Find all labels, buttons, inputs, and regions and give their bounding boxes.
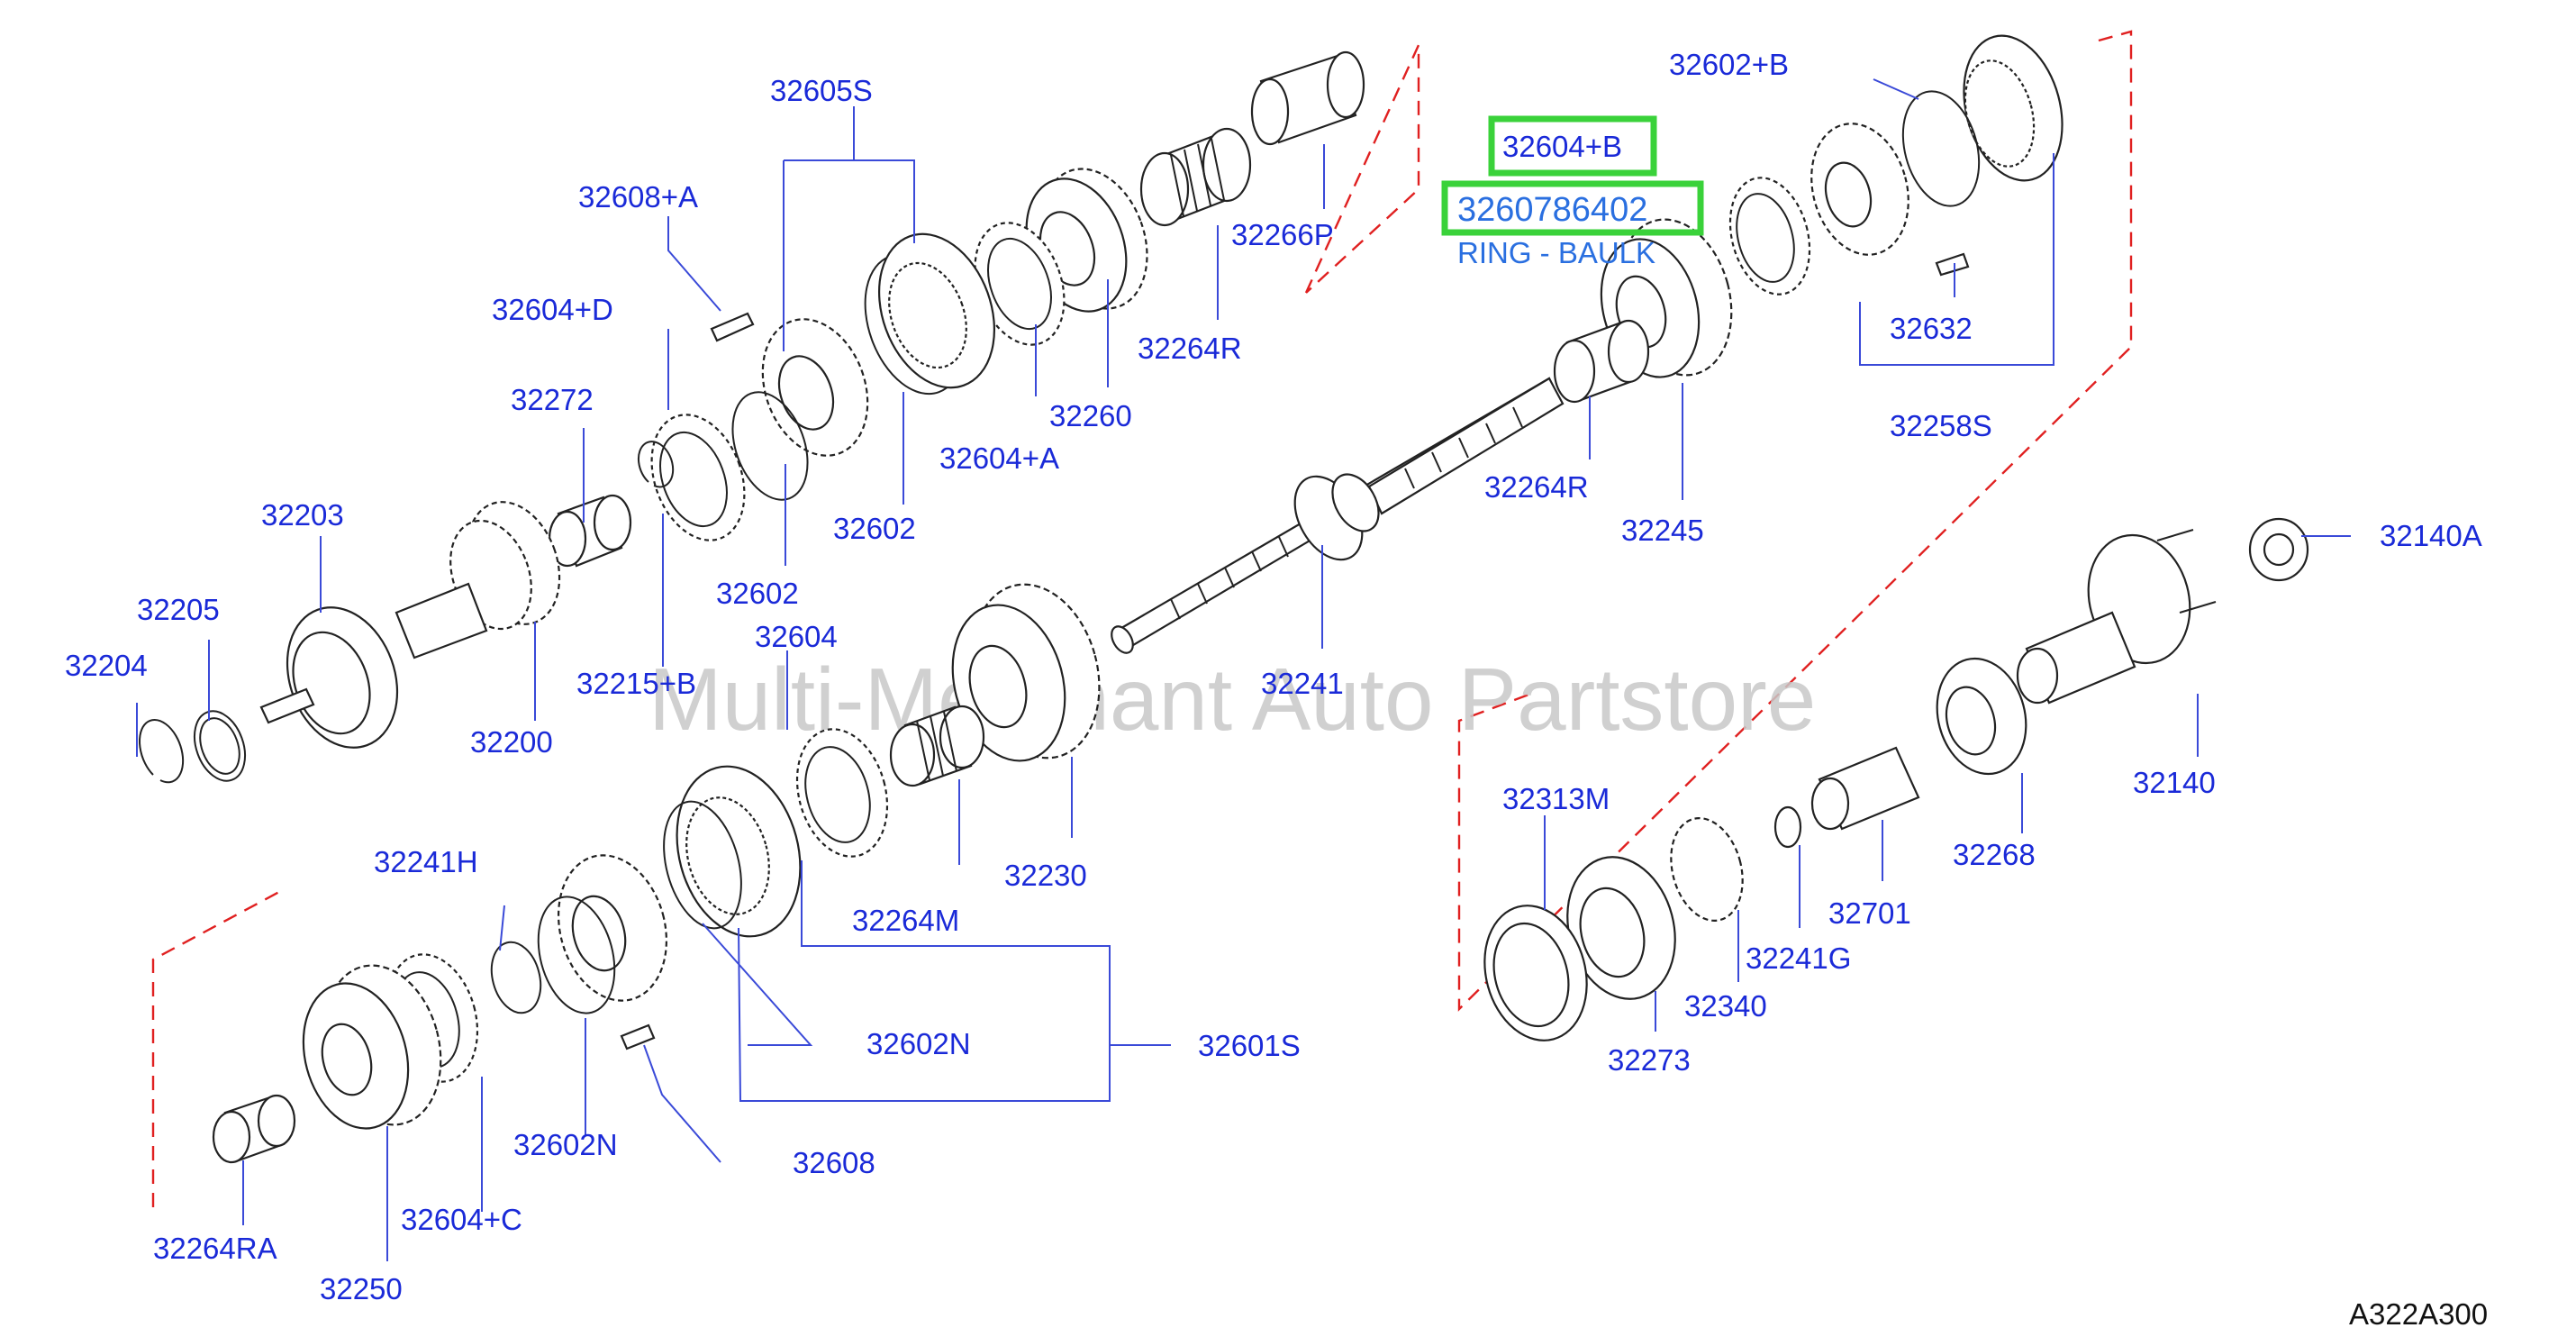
ball-32241G[interactable] [1773,805,1802,849]
insert-32632[interactable] [1935,252,1970,277]
gear-32250[interactable] [288,952,458,1141]
label-32264M[interactable]: 32264M [852,904,959,937]
spring-ring-32602N-upper[interactable] [651,793,755,937]
label-32602N-lower[interactable]: 32602N [513,1128,618,1161]
sync-hub-32601S[interactable] [543,843,682,1013]
insert-32608A[interactable] [710,312,755,342]
label-32273[interactable]: 32273 [1608,1043,1691,1077]
label-32340[interactable]: 32340 [1684,989,1767,1023]
spring-ring-32602N-lower[interactable] [526,888,626,1022]
mainshaft-32241[interactable] [1107,377,1565,657]
sync-sleeve-32601S[interactable] [658,752,818,950]
right-section-border [1457,30,2133,1012]
label-32701[interactable]: 32701 [1828,896,1911,930]
upper-section-border [1304,44,1420,294]
bearing-32264R-mid[interactable] [1553,319,1650,404]
sync-sleeve-32605S[interactable] [859,218,1015,404]
label-32200[interactable]: 32200 [470,725,553,759]
bearing-32272[interactable] [548,494,632,568]
label-32241[interactable]: 32241 [1261,667,1344,700]
label-32260[interactable]: 32260 [1049,399,1132,432]
highlight-box-secondary [1441,180,1704,236]
label-32268[interactable]: 32268 [1953,838,2036,871]
sync-hub-upper[interactable] [745,305,886,470]
label-32264RA[interactable]: 32264RA [153,1232,277,1265]
mainshaft-gears [212,570,1118,1164]
label-32601S[interactable]: 32601S [1198,1029,1301,1062]
speedo-drive-32701[interactable] [1810,746,1920,831]
section-borders [151,30,2133,1207]
label-32204[interactable]: 32204 [65,649,148,682]
sync-hub-32258S[interactable] [1798,113,1923,266]
snap-ring-32241H[interactable] [485,937,549,1019]
flange-32140[interactable] [2016,523,2217,705]
figure-code: A322A300 [2349,1297,2488,1331]
part-labels: 32605S 32608+A 32604+D 32272 32203 32205… [65,48,2482,1305]
baulk-ring-32604[interactable] [784,719,901,867]
label-32230[interactable]: 32230 [1004,859,1087,892]
label-32241G[interactable]: 32241G [1746,941,1851,975]
label-32604[interactable]: 32604 [755,620,838,653]
label-32604D[interactable]: 32604+D [492,293,613,326]
leader-lines [136,78,2351,1261]
insert-32608[interactable] [620,1023,656,1050]
washer-32205[interactable] [186,705,254,788]
bushing-32266P[interactable] [1250,50,1365,146]
label-32604C[interactable]: 32604+C [401,1203,522,1236]
baulk-ring-32604B[interactable] [1718,168,1821,303]
label-32205[interactable]: 32205 [137,593,220,626]
lower-left-section-border [151,890,280,1207]
baulk-ring-32604D[interactable] [635,402,760,553]
highlighted-part-callout[interactable]: 32604+B 3260786402 RING - BAULK [1441,115,1704,269]
label-32604A[interactable]: 32604+A [939,441,1059,475]
label-32264R-top[interactable]: 32264R [1138,332,1242,365]
label-32313M[interactable]: 32313M [1502,782,1610,815]
snap-ring-32204[interactable] [139,718,185,784]
spring-ring-32602B[interactable] [1891,83,1991,214]
label-32602-lower[interactable]: 32602 [716,577,799,610]
label-32241H[interactable]: 32241H [374,845,478,878]
label-32245[interactable]: 32245 [1621,514,1704,547]
gear-32230[interactable] [936,570,1118,774]
label-32632[interactable]: 32632 [1890,312,1973,345]
label-32140[interactable]: 32140 [2133,766,2216,799]
bearing-32268[interactable] [1925,649,2038,784]
highlight-description: RING - BAULK [1457,236,1655,269]
label-32608[interactable]: 32608 [793,1146,875,1179]
highlight-part-secondary[interactable]: 3260786402 [1457,191,1647,229]
output-group [1470,517,2309,1051]
label-32266P[interactable]: 32266P [1231,218,1334,251]
label-32608A[interactable]: 32608+A [578,180,698,214]
input-gear-32200[interactable] [395,489,576,659]
highlight-part-primary[interactable]: 32604+B [1502,130,1622,163]
snap-ring-32215B[interactable] [637,441,675,488]
label-32272[interactable]: 32272 [511,383,594,416]
label-32215B[interactable]: 32215+B [576,667,696,700]
bearing-32264RA[interactable] [212,1094,296,1164]
label-32602-upper[interactable]: 32602 [833,512,916,545]
highlight-box-primary [1488,115,1657,177]
retainer-32313M[interactable] [1470,894,1601,1051]
label-32602N-upper[interactable]: 32602N [866,1027,971,1060]
bearing-32203[interactable] [259,592,416,763]
bearing-32264R-top[interactable] [1139,127,1252,227]
label-32605S[interactable]: 32605S [770,74,873,107]
bearing-32273[interactable] [1552,845,1690,1012]
upper-gear-cluster [139,50,1365,788]
right-upper-gear-group [1553,24,2078,404]
sync-sleeve-32258S[interactable] [1949,24,2078,191]
label-32203[interactable]: 32203 [261,498,344,532]
label-32140A[interactable]: 32140A [2380,519,2482,552]
bearing-32264M[interactable] [889,705,985,787]
gear-32340[interactable] [1660,810,1753,929]
label-32264R-mid[interactable]: 32264R [1484,470,1589,504]
spring-ring-32602-lower[interactable] [719,382,821,511]
nut-32140A[interactable] [2248,517,2309,582]
label-32250[interactable]: 32250 [320,1272,403,1305]
label-32602B[interactable]: 32602+B [1669,48,1789,81]
label-32258S[interactable]: 32258S [1890,409,1992,442]
